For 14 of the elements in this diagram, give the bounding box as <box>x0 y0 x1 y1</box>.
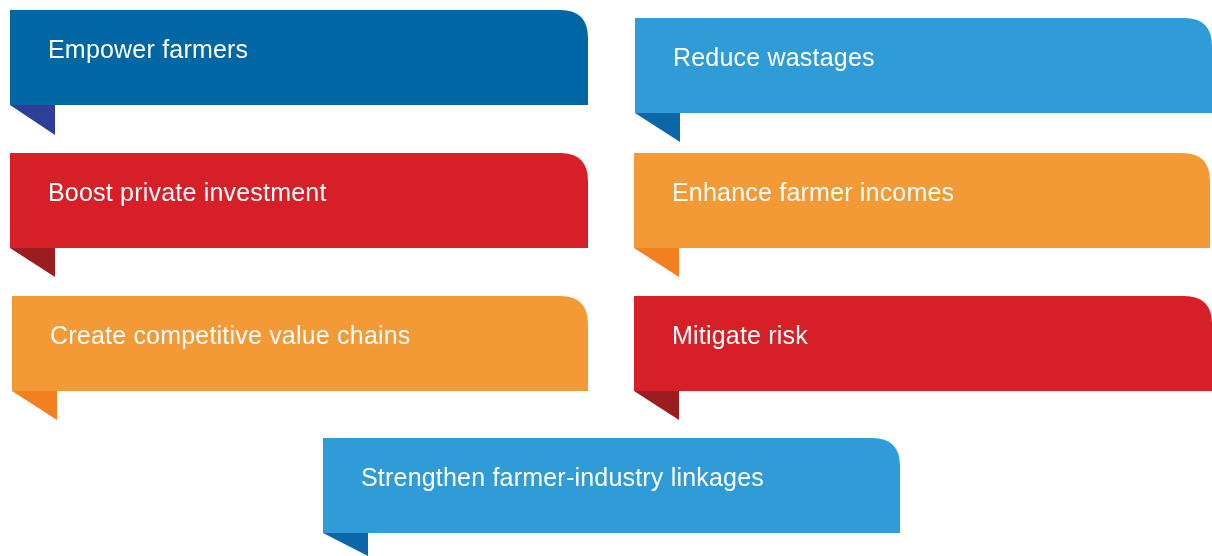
ribbon-banner <box>12 296 588 420</box>
ribbon-banner <box>323 438 900 556</box>
banner-label: Empower farmers <box>48 35 249 64</box>
banner-label: Mitigate risk <box>672 321 808 350</box>
ribbon-banner <box>634 296 1212 420</box>
ribbon-banner <box>634 153 1210 277</box>
ribbon-banner <box>635 18 1212 142</box>
banner-label: Boost private investment <box>48 178 327 207</box>
banner-label: Reduce wastages <box>673 43 875 72</box>
ribbon-banner <box>10 10 588 135</box>
banner-label: Enhance farmer incomes <box>672 178 955 207</box>
banner-label: Create competitive value chains <box>50 321 411 350</box>
banner-label: Strengthen farmer-industry linkages <box>361 463 765 492</box>
ribbon-banner <box>10 153 588 277</box>
